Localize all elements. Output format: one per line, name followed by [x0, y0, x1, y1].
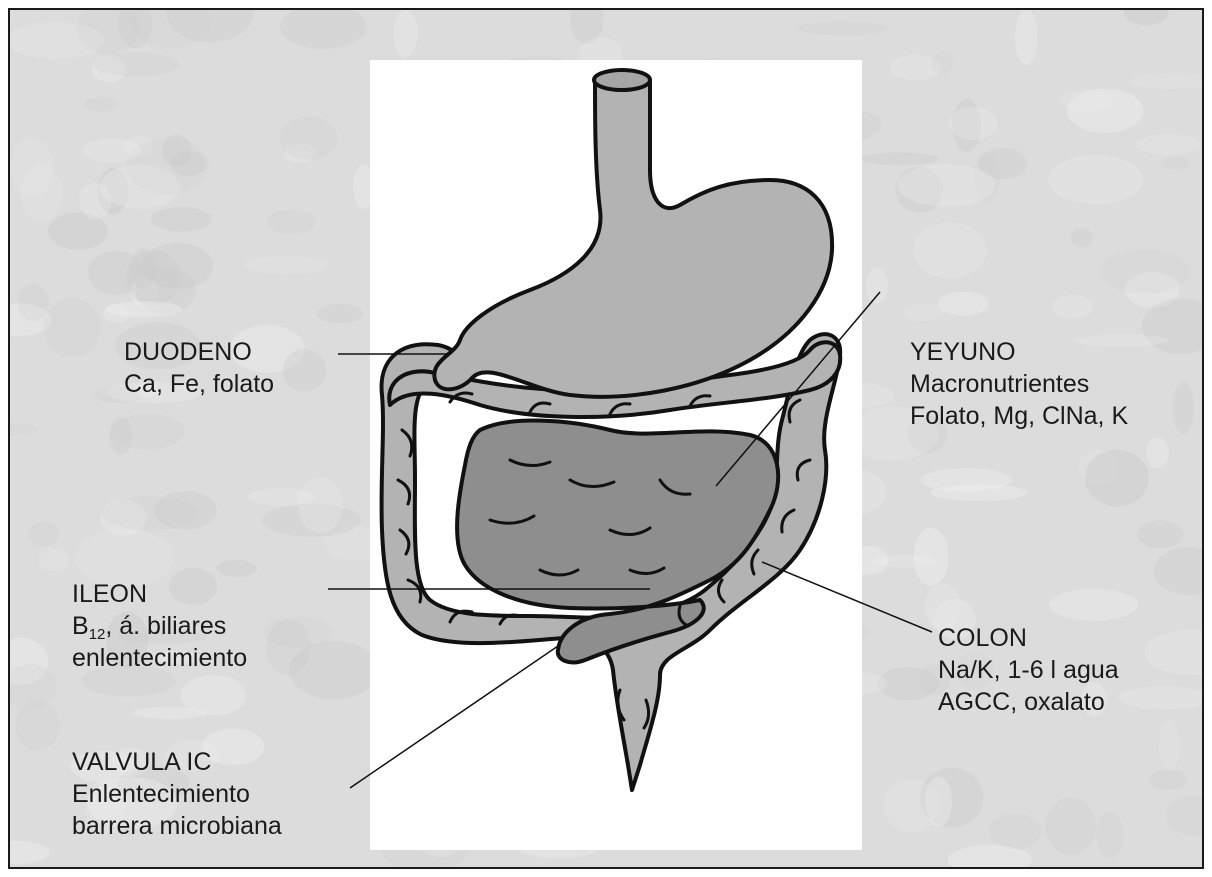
valvula-title: VALVULA IC	[72, 746, 282, 778]
label-ileon: ILEON B12, á. biliares enlentecimiento	[72, 578, 247, 674]
duodeno-title: DUODENO	[124, 336, 274, 368]
label-colon: COLON Na/K, 1-6 l agua AGCC, oxalato	[938, 622, 1119, 718]
colon-line2: AGCC, oxalato	[938, 686, 1119, 718]
diagram-frame: DUODENO Ca, Fe, folato YEYUNO Macronutri…	[8, 8, 1204, 869]
digestive-tract-illustration	[10, 10, 1204, 869]
colon-line1: Na/K, 1-6 l agua	[938, 654, 1119, 686]
yeyuno-line1: Macronutrientes	[910, 368, 1128, 400]
ileon-line2: enlentecimiento	[72, 642, 247, 674]
yeyuno-title: YEYUNO	[910, 336, 1128, 368]
ileon-rest: , á. biliares	[105, 612, 226, 640]
leader-colon	[762, 562, 932, 632]
esophagus-opening	[594, 70, 650, 90]
valvula-line2: barrera microbiana	[72, 810, 282, 842]
label-yeyuno: YEYUNO Macronutrientes Folato, Mg, ClNa,…	[910, 336, 1128, 432]
stomach	[434, 80, 832, 397]
ileon-line1: B12, á. biliares	[72, 610, 247, 642]
label-valvula: VALVULA IC Enlentecimiento barrera micro…	[72, 746, 282, 842]
valvula-line1: Enlentecimiento	[72, 778, 282, 810]
ileon-sub: 12	[89, 626, 106, 643]
yeyuno-line2: Folato, Mg, ClNa, K	[910, 400, 1128, 432]
ileon-title: ILEON	[72, 578, 247, 610]
leader-valvula	[350, 646, 558, 788]
colon-title: COLON	[938, 622, 1119, 654]
ileon-b: B	[72, 612, 89, 640]
duodeno-nutrients: Ca, Fe, folato	[124, 368, 274, 400]
label-duodeno: DUODENO Ca, Fe, folato	[124, 336, 274, 400]
